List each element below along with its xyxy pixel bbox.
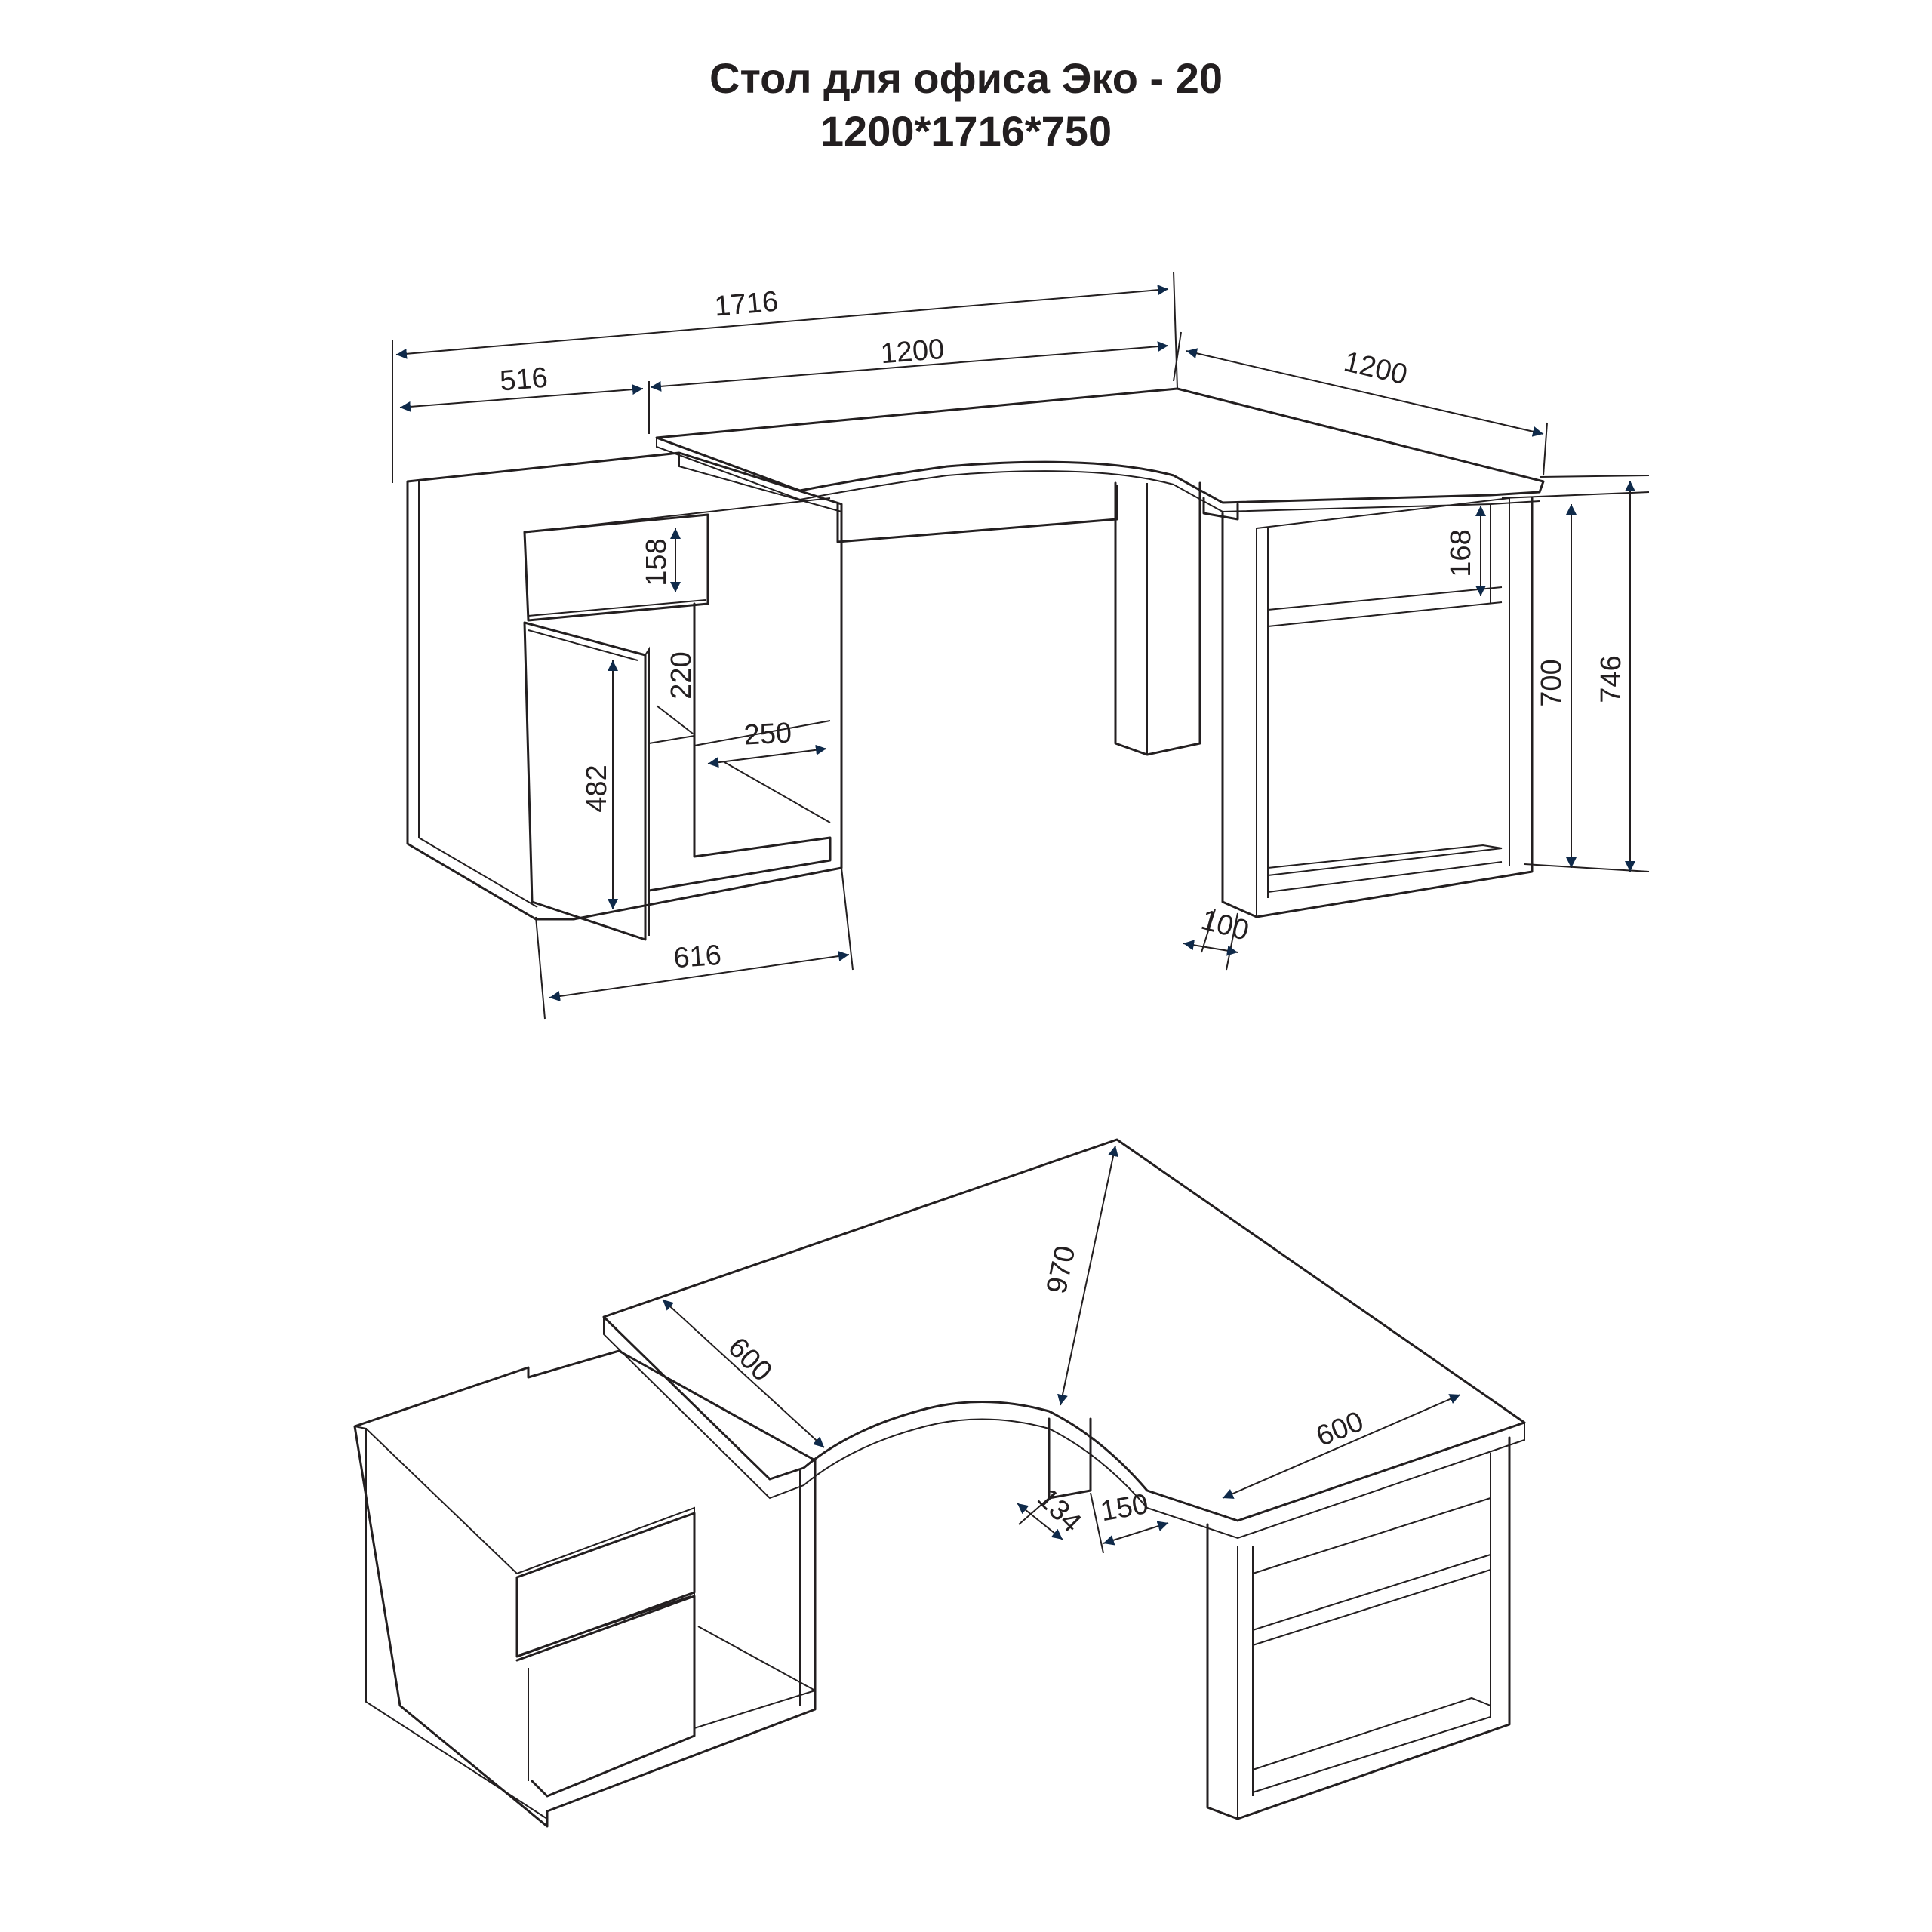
dim-line-1716 (395, 285, 1169, 359)
dim-label-134: 134 (1031, 1482, 1088, 1539)
dim-label-168: 168 (1445, 529, 1477, 577)
dim-label-220: 220 (666, 651, 697, 699)
left-cabinet (406, 451, 843, 921)
dim-label-600-left: 600 (721, 1331, 778, 1388)
dim-label-970: 970 (1041, 1243, 1081, 1297)
tabletop-outline-2 (602, 1138, 1526, 1522)
dim-line-516 (399, 384, 644, 412)
drawer-2 (515, 1512, 696, 1658)
dim-label-600-right: 600 (1312, 1406, 1368, 1454)
dim-label-616: 616 (672, 940, 722, 974)
drawer (523, 513, 709, 622)
dim-label-1200-top: 1200 (879, 334, 946, 371)
dim-line-250 (707, 744, 827, 768)
dim-line-150 (1103, 1521, 1169, 1546)
dim-line-1200-top (650, 341, 1169, 392)
page-subtitle: 1200*1716*750 (820, 107, 1112, 155)
center-leg (1114, 481, 1201, 756)
dim-line-1200-side (1186, 348, 1544, 437)
dim-label-158: 158 (641, 538, 672, 586)
dim-label-1716: 1716 (713, 286, 780, 323)
desk-top-view (406, 387, 1545, 941)
dim-line-100 (1183, 940, 1238, 956)
dim-label-1200-side: 1200 (1341, 346, 1411, 391)
dim-label-516: 516 (499, 362, 549, 398)
perspective-view-dimensions: 600 970 600 134 150 (662, 1145, 1461, 1554)
dim-label-482: 482 (581, 764, 613, 812)
center-leg-2 (1048, 1417, 1092, 1500)
left-cabinet-2 (353, 1349, 817, 1828)
top-view-dimensions: 1716 1200 516 1200 158 220 482 250 616 1… (392, 271, 1650, 1020)
dim-label-700: 700 (1536, 659, 1567, 706)
dim-line-600-left (662, 1299, 825, 1448)
dim-label-746: 746 (1595, 655, 1627, 703)
dim-label-150: 150 (1098, 1488, 1151, 1527)
tabletop-outline (655, 387, 1545, 504)
desk-perspective-view (353, 1138, 1526, 1828)
dim-line-616 (549, 951, 850, 1001)
dim-line-970 (1057, 1145, 1118, 1406)
door-2 (515, 1595, 696, 1798)
dim-label-250: 250 (743, 717, 793, 751)
dim-line-600-right (1222, 1394, 1461, 1499)
open-door (523, 621, 647, 941)
dim-line-134 (1017, 1503, 1063, 1540)
right-pedestal (1221, 497, 1534, 918)
page-title: Стол для офиса Эко - 20 (709, 54, 1223, 102)
